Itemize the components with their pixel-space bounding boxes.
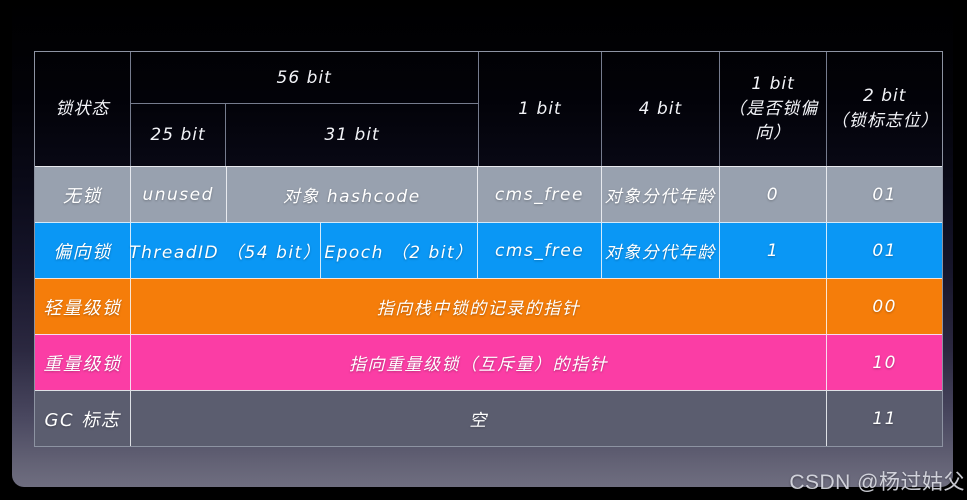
row-label-heavyweight-lock: 重量级锁 <box>35 335 131 390</box>
header-31bit: 31 bit <box>324 124 380 145</box>
cell-lock-flag: 00 <box>872 296 897 317</box>
table-header-row: 锁状态 56 bit 25 bit 31 bit 1 bit 4 bit 1 b… <box>35 52 942 166</box>
cell-gc-age: 对象分代年龄 <box>602 223 720 278</box>
cell-cms-free: cms_free <box>478 223 602 278</box>
cell-gc-age: 对象分代年龄 <box>602 167 720 222</box>
table-row-gc-mark: GC 标志 空 11 <box>35 390 942 446</box>
cell-hashcode: 对象 hashcode <box>227 167 479 222</box>
table-row-heavyweight-lock: 重量级锁 指向重量级锁（互斥量）的指针 10 <box>35 334 942 390</box>
header-1bit-bias-line1: 1 bit <box>751 74 795 95</box>
cell-lock-flag: 10 <box>872 352 897 373</box>
row-label-lightweight-lock: 轻量级锁 <box>35 279 131 334</box>
header-1bit-bias-line2: （是否锁偏向） <box>728 98 819 144</box>
header-2bit-flag-line2: （锁标志位） <box>830 111 939 131</box>
cell-cms-free: cms_free <box>478 167 602 222</box>
mark-word-table: 锁状态 56 bit 25 bit 31 bit 1 bit 4 bit 1 b… <box>34 51 943 447</box>
header-56bit-subrow: 25 bit 31 bit <box>131 104 478 166</box>
cell-bias-bit: 0 <box>720 167 828 222</box>
header-4bit: 4 bit <box>602 52 720 166</box>
cell-bias-bit: 1 <box>720 223 828 278</box>
cell-stack-lock-record-pointer: 指向栈中锁的记录的指针 <box>131 279 828 334</box>
row-label-no-lock: 无锁 <box>35 167 131 222</box>
header-56bit: 56 bit <box>130 52 478 104</box>
cell-lock-flag: 01 <box>872 184 897 205</box>
cell-unused: unused <box>131 167 227 222</box>
cell-empty: 空 <box>131 391 828 446</box>
row-label-biased-lock: 偏向锁 <box>35 223 131 278</box>
cell-epoch: Epoch （2 bit） <box>321 223 479 278</box>
header-lock-state: 锁状态 <box>35 52 131 166</box>
cell-thread-id: ThreadID （54 bit） <box>129 223 321 278</box>
table-row-lightweight-lock: 轻量级锁 指向栈中锁的记录的指针 00 <box>35 278 942 334</box>
header-2bit-flag: 2 bit （锁标志位） <box>827 52 942 166</box>
header-2bit-flag-line1: 2 bit <box>863 86 907 107</box>
cell-lock-flag: 11 <box>872 408 897 429</box>
cell-lock-flag: 01 <box>872 240 897 261</box>
header-1bit: 1 bit <box>479 52 603 166</box>
table-row-biased-lock: 偏向锁 ThreadID （54 bit） Epoch （2 bit） cms_… <box>35 222 942 278</box>
slide-background: 锁状态 56 bit 25 bit 31 bit 1 bit 4 bit 1 b… <box>12 0 953 487</box>
table-row-no-lock: 无锁 unused 对象 hashcode cms_free 对象分代年龄 0 … <box>35 166 942 222</box>
watermark: CSDN @杨过姑父 <box>789 471 965 494</box>
header-25bit: 25 bit <box>131 104 227 166</box>
header-1bit-bias: 1 bit （是否锁偏向） <box>720 52 828 166</box>
cell-monitor-pointer: 指向重量级锁（互斥量）的指针 <box>131 335 828 390</box>
row-label-gc-mark: GC 标志 <box>35 391 131 446</box>
header-56bit-group: 56 bit 25 bit 31 bit <box>130 52 479 166</box>
